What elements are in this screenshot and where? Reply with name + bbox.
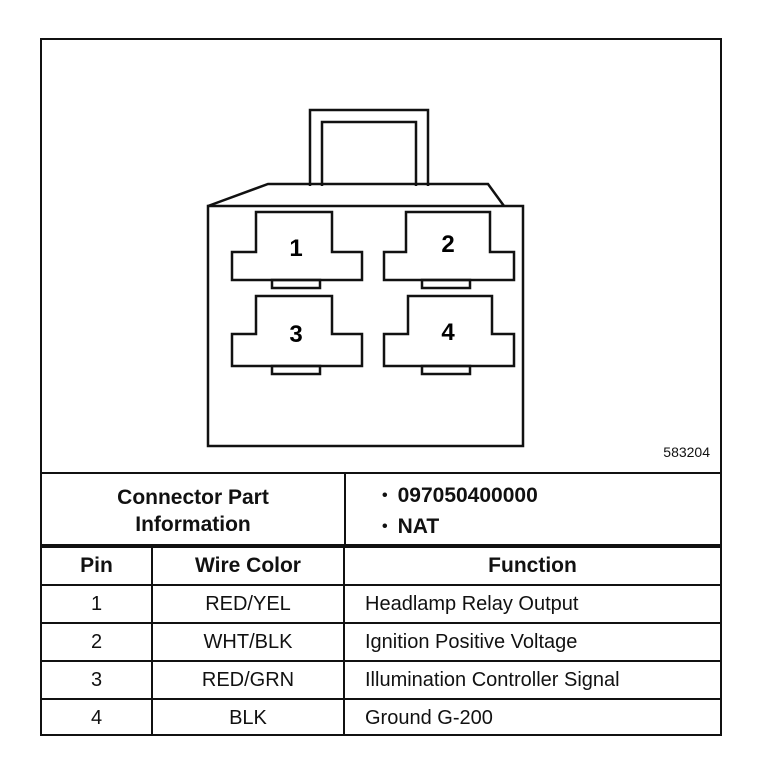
cell-pin: 4 [42,698,153,736]
bullet-icon: • [382,518,388,535]
connector-info-frame: 1 2 3 4 583204 Connector Part Informatio… [40,38,722,736]
header-wire-color: Wire Color [151,546,345,586]
connector-shoulder [207,182,506,208]
cell-wire-color: RED/GRN [151,660,345,700]
cell-function: Headlamp Relay Output [343,584,720,624]
part-info-title-line2: Information [135,513,251,536]
part-info-item: • 097050400000 [382,480,538,511]
part-info-title: Connector Part Information [42,484,344,538]
pin-cavity-3-terminal [270,364,322,376]
pin-cavity-4-terminal [420,364,472,376]
table-row: 2 WHT/BLK Ignition Positive Voltage [42,622,720,662]
cell-wire-color: RED/YEL [151,584,345,624]
cell-pin: 3 [42,660,153,700]
pin-cavity-4 [382,294,516,368]
pin-cavity-1 [230,210,364,282]
pin-label-3: 3 [289,321,302,348]
part-info-list: • 097050400000 • NAT [382,480,538,542]
part-info-title-line1: Connector Part [117,486,269,509]
cell-pin: 1 [42,584,153,624]
pin-cavity-2 [382,210,516,282]
cell-wire-color: BLK [151,698,345,736]
bullet-icon: • [382,487,388,504]
part-color: NAT [397,515,440,538]
pin-table: Pin Wire Color Function 1 RED/YEL Headla… [42,546,720,736]
connector-diagram: 1 2 3 4 583204 [42,40,720,474]
pin-label-2: 2 [441,231,454,258]
cell-pin: 2 [42,622,153,662]
table-row: 4 BLK Ground G-200 [42,698,720,736]
part-number: 097050400000 [397,484,538,507]
connector-face-drawing: 1 2 3 4 [206,108,525,448]
pin-cavity-1-terminal [270,278,322,290]
cell-function: Illumination Controller Signal [343,660,720,700]
pin-cavity-2-terminal [420,278,472,290]
pin-label-4: 4 [441,319,455,346]
header-function: Function [343,546,720,586]
table-header-row: Pin Wire Color Function [42,546,720,586]
figure-id: 583204 [663,444,710,460]
cell-wire-color: WHT/BLK [151,622,345,662]
connector-part-information: Connector Part Information • 097050400000… [42,474,720,546]
part-info-item: • NAT [382,511,538,542]
pin-cavity-3 [230,294,364,368]
connector-lock-tab-inner [320,120,418,186]
header-pin: Pin [42,546,153,586]
cell-function: Ground G-200 [343,698,720,736]
table-row: 1 RED/YEL Headlamp Relay Output [42,584,720,624]
cell-function: Ignition Positive Voltage [343,622,720,662]
connector-lock-tab [308,108,430,186]
pin-label-1: 1 [289,235,302,262]
table-row: 3 RED/GRN Illumination Controller Signal [42,660,720,700]
connector-body [206,204,525,448]
part-info-divider [344,474,346,546]
